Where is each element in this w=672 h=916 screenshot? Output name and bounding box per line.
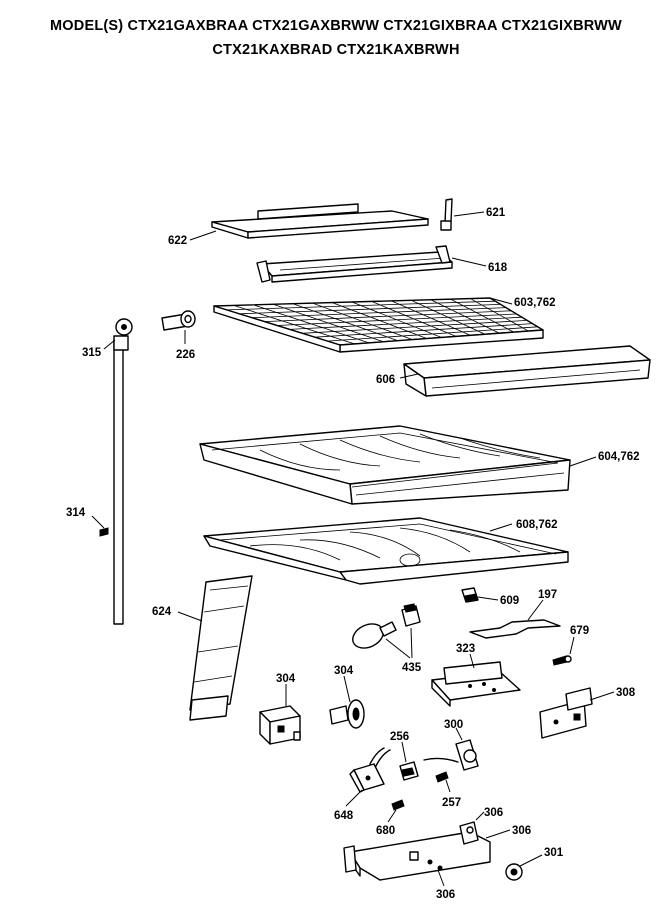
part-604-pan	[199, 425, 597, 505]
part-609-clip	[461, 587, 499, 603]
callout-314: 314	[66, 507, 86, 519]
part-315-314-rod	[91, 318, 133, 625]
callout-323: 323	[456, 643, 475, 655]
part-608-crisper-pan	[203, 517, 569, 585]
part-306-mounting-bracket	[343, 811, 511, 887]
callout-609: 609	[500, 595, 519, 607]
callout-680: 680	[376, 825, 395, 837]
part-603-wire-shelf	[213, 297, 544, 353]
callout-608-762: 608,762	[516, 519, 558, 531]
callout-618: 618	[488, 262, 508, 274]
part-679-screw	[552, 636, 575, 666]
callout-306-top: 306	[484, 807, 503, 819]
callout-622: 622	[168, 235, 187, 247]
callout-306-right: 306	[512, 825, 531, 837]
callout-435: 435	[402, 662, 422, 674]
model-list-line-2: CTX21KAXBRAD CTX21KAXBRWH	[212, 42, 460, 58]
part-256-terminal	[399, 741, 419, 781]
part-435-lamp	[352, 603, 421, 659]
callout-197: 197	[538, 589, 557, 601]
callout-257: 257	[442, 797, 461, 809]
part-618-channel	[256, 245, 487, 283]
callout-304-knob: 304	[334, 665, 354, 677]
part-301-knob	[505, 854, 543, 881]
callout-604-762: 604,762	[598, 451, 640, 463]
part-323-bracket	[431, 653, 521, 707]
part-257-screw	[435, 771, 451, 793]
part-680-screw	[387, 799, 405, 823]
callout-606: 606	[376, 374, 395, 386]
callout-624: 624	[152, 606, 172, 618]
part-648-switch	[345, 747, 391, 807]
callout-603-762: 603,762	[514, 297, 556, 309]
callout-304-relay: 304	[276, 673, 296, 685]
callout-308: 308	[616, 687, 636, 699]
callout-621: 621	[486, 207, 506, 219]
part-300-timer	[423, 727, 479, 771]
callout-306-bottom: 306	[436, 889, 455, 901]
callout-256: 256	[390, 731, 409, 743]
model-list-line-1: MODEL(S) CTX21GAXBRAA CTX21GAXBRWW CTX21…	[50, 18, 622, 34]
part-606-crisper-cover	[399, 345, 651, 397]
callout-300: 300	[444, 719, 463, 731]
callout-679: 679	[570, 625, 589, 637]
part-621-socket	[440, 198, 485, 231]
callout-226: 226	[176, 349, 195, 361]
part-308-bracket	[539, 687, 615, 739]
part-304-relay	[259, 684, 301, 745]
part-304-knob	[329, 675, 365, 729]
part-197-strap	[469, 599, 561, 639]
part-624-duct	[177, 575, 253, 721]
callout-301: 301	[544, 847, 564, 859]
callout-315: 315	[82, 347, 102, 359]
part-226-shaft	[161, 310, 196, 344]
part-622-cover-panel	[189, 203, 429, 241]
callout-648: 648	[334, 810, 354, 822]
